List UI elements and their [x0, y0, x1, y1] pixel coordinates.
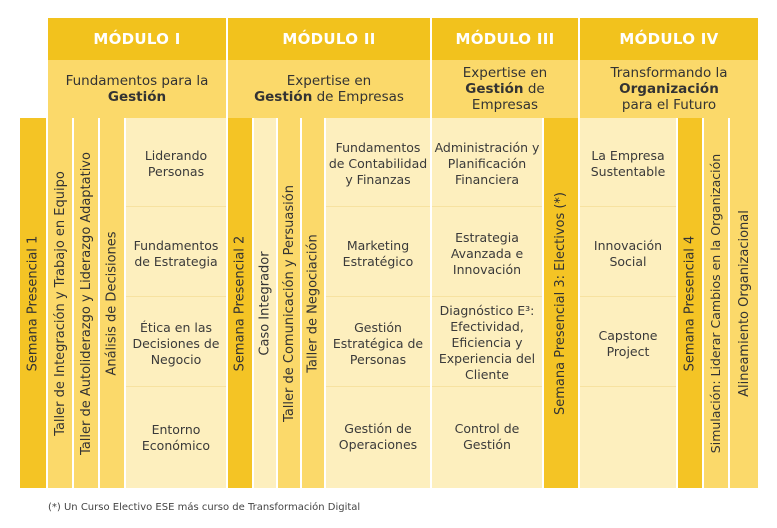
module-2-courses-column [326, 118, 430, 488]
alineamiento-label: Alineamiento Organizacional [736, 209, 752, 397]
taller-autoliderazgo-column [74, 118, 98, 488]
week4-column [678, 118, 702, 488]
row-divider [432, 386, 542, 387]
row-divider [580, 296, 676, 297]
course-cell: Entorno Económico [141, 422, 211, 453]
row-divider [432, 296, 542, 297]
row-divider [126, 296, 226, 297]
taller-integracion-column [48, 118, 72, 488]
week3-label: Semana Presencial 3: Electivos (*) [553, 191, 569, 415]
course-cell: Capstone Project [598, 328, 658, 359]
course-cell: Marketing Estratégico [342, 238, 414, 269]
simulacion-label: Simulación: Liderar Cambios en la Organi… [708, 153, 724, 453]
course-cell: Ética en las Decisiones de Negocio [132, 320, 220, 367]
course-cell: Liderando Personas [144, 148, 208, 179]
taller-negociacion-label: Taller de Negociación [305, 233, 321, 373]
row-divider [326, 386, 430, 387]
week1-column [20, 118, 46, 488]
course-cell: Gestión de Operaciones [338, 421, 418, 452]
module-4-courses-column [580, 118, 676, 488]
row-divider [580, 206, 676, 207]
course-cell: Control de Gestión [454, 421, 520, 452]
caso-integrador-label: Caso Integrador [257, 250, 273, 356]
simulacion-column [704, 118, 728, 488]
row-divider [432, 206, 542, 207]
course-cell: Diagnóstico E³: Efectividad, Eficiencia … [438, 303, 536, 382]
course-cell: Estrategia Avanzada e Innovación [450, 230, 524, 277]
course-cell: Innovación Social [593, 238, 663, 269]
week3-column [544, 118, 578, 488]
course-cell: Administración y Planificación Financier… [434, 140, 540, 187]
week2-label: Semana Presencial 2 [232, 235, 248, 371]
row-divider [126, 386, 226, 387]
caso-integrador-column [254, 118, 276, 488]
week2-column [228, 118, 252, 488]
row-divider [326, 296, 430, 297]
taller-comunicacion-column [278, 118, 300, 488]
module-1-courses-column [126, 118, 226, 488]
analisis-decisiones-label: Análisis de Decisiones [104, 230, 120, 376]
taller-autoliderazgo-label: Taller de Autoliderazgo y Liderazgo Adap… [78, 151, 94, 455]
row-divider [326, 206, 430, 207]
week1-label: Semana Presencial 1 [25, 235, 41, 371]
course-cell: Gestión Estratégica de Personas [332, 320, 424, 367]
module-2-title: MÓDULO II [228, 18, 430, 60]
row-divider [126, 206, 226, 207]
course-cell: Fundamentos de Contabilidad y Finanzas [328, 140, 428, 187]
taller-comunicacion-label: Taller de Comunicación y Persuasión [281, 184, 297, 422]
module-1-title: MÓDULO I [48, 18, 226, 60]
footnote: (*) Un Curso Electivo ESE más curso de T… [48, 502, 361, 513]
alineamiento-column [730, 118, 758, 488]
module-4-title: MÓDULO IV [580, 18, 758, 60]
module-3-title: MÓDULO III [432, 18, 578, 60]
course-cell: Fundamentos de Estrategia [133, 238, 219, 269]
row-divider [580, 386, 676, 387]
taller-integracion-label: Taller de Integración y Trabajo en Equip… [52, 170, 68, 436]
week4-label: Semana Presencial 4 [682, 235, 698, 371]
taller-negociacion-column [302, 118, 324, 488]
course-cell: La Empresa Sustentable [590, 148, 666, 179]
analisis-decisiones-column [100, 118, 124, 488]
module-3-courses-column [432, 118, 542, 488]
